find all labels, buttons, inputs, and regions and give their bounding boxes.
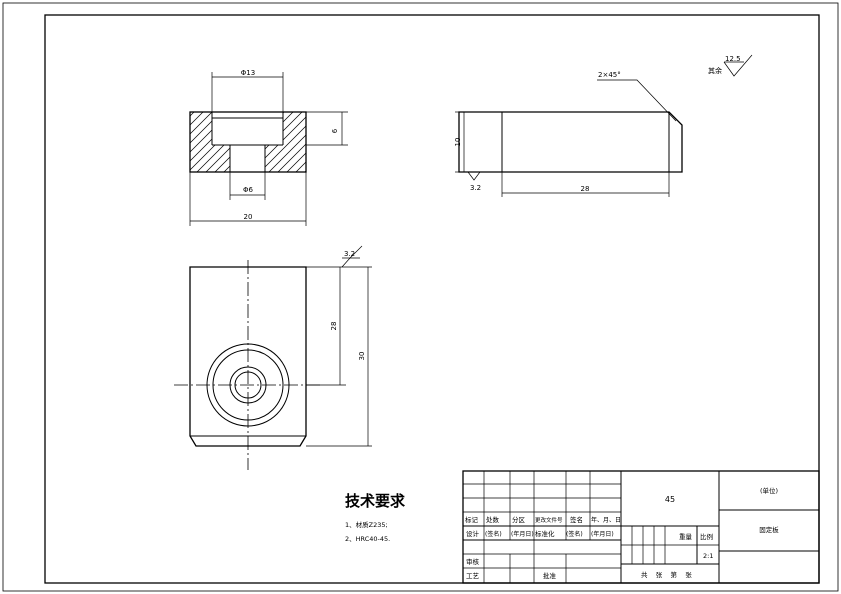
process-label: 工艺 xyxy=(466,572,480,580)
hatch-line xyxy=(322,100,422,200)
hatch-line xyxy=(249,112,306,172)
hatch-line xyxy=(213,112,306,172)
front-section-view: Φ13 6 Φ6 20 xyxy=(70,69,539,226)
general-roughness: 其余 12.5 xyxy=(708,54,753,77)
hatch-line xyxy=(79,100,179,200)
hatch-line xyxy=(222,112,306,172)
hatch-line xyxy=(258,112,306,172)
roughness-symbol xyxy=(467,171,481,181)
company-value: (单位) xyxy=(760,486,778,495)
standardization-date: (年月日) xyxy=(591,530,614,538)
hatch-line xyxy=(403,100,503,200)
hatch-line xyxy=(276,112,306,172)
inner-frame xyxy=(44,14,820,584)
hatch-line xyxy=(190,112,216,172)
hatch-line xyxy=(190,112,252,172)
general-roughness-symbol xyxy=(723,54,753,77)
scale-label: 比例 xyxy=(700,532,713,541)
hatch-line xyxy=(195,112,297,172)
tech-requirements-title: 技术要求 xyxy=(345,492,406,510)
hatch-line xyxy=(294,112,306,172)
side-roughness-value: 3.2 xyxy=(470,184,481,192)
hatch-line xyxy=(190,112,243,172)
hatch-line xyxy=(439,100,539,200)
hatch-line xyxy=(190,112,225,172)
dim-top-total: 30 xyxy=(358,352,366,361)
general-roughness-value: 12.5 xyxy=(725,55,741,63)
header-count: 处数 xyxy=(486,515,500,524)
hatch-line xyxy=(240,112,306,172)
header-change-doc: 更改文件号 xyxy=(535,516,563,524)
tech-requirements: 技术要求 1、材质Z235; 2、HRC40-45. xyxy=(345,492,406,543)
chamfer-label: 2×45° xyxy=(598,71,621,79)
tech-requirement-2: 2、HRC40-45. xyxy=(345,535,390,543)
general-roughness-prefix: 其余 xyxy=(708,66,722,75)
header-date: 年、月、日 xyxy=(591,516,621,524)
sheet-count: 共 张 第 张 xyxy=(641,570,692,579)
title-block: 标记 处数 分区 更改文件号 签名 年、月、日 设计 (签名) (年月日) 标准… xyxy=(462,470,820,584)
hatch-line xyxy=(190,112,261,172)
hatch-line xyxy=(285,112,306,172)
hatch-line xyxy=(70,100,170,200)
hatch-line xyxy=(204,112,306,172)
hatch-line xyxy=(190,112,207,172)
hatch-line xyxy=(190,112,198,172)
hatch-line xyxy=(190,112,279,172)
hatch-line xyxy=(313,100,413,200)
hatch-line xyxy=(367,100,467,200)
hatch-line xyxy=(190,112,270,172)
design-label: 设计 xyxy=(466,529,480,538)
hatch-line xyxy=(358,100,458,200)
header-signature: 签名 xyxy=(570,515,583,524)
hatch-line xyxy=(190,112,234,172)
dim-top-inner: 28 xyxy=(330,322,338,331)
review-label: 审核 xyxy=(466,557,480,566)
hatch-line xyxy=(412,100,512,200)
dim-width: 20 xyxy=(244,213,253,221)
dim-hole-diameter: Φ6 xyxy=(243,186,254,194)
hatch-line xyxy=(331,100,431,200)
weight-label: 重量 xyxy=(679,533,693,541)
design-signature: (签名) xyxy=(485,530,502,538)
design-date: (年月日) xyxy=(511,530,534,538)
header-mark: 标记 xyxy=(465,515,479,524)
dim-counterbore-diameter: Φ13 xyxy=(241,69,255,77)
standardization-signature: (签名) xyxy=(566,530,583,538)
hatch-line xyxy=(231,112,306,172)
hatch-line xyxy=(88,100,188,200)
top-roughness-value: 3.2 xyxy=(344,250,355,258)
standardization-label: 标准化 xyxy=(535,529,555,538)
part-name-value: 固定板 xyxy=(759,525,779,534)
dim-counterbore-depth: 6 xyxy=(331,128,339,133)
hatch-line xyxy=(349,100,449,200)
scale-value: 2:1 xyxy=(703,552,713,560)
header-zone: 分区 xyxy=(512,515,526,524)
hatch-line xyxy=(376,100,476,200)
dim-length: 28 xyxy=(581,185,590,193)
tech-requirement-1: 1、材质Z235; xyxy=(345,520,388,529)
top-view: 3.2 28 30 xyxy=(174,245,372,470)
dim-height: 10 xyxy=(454,138,462,147)
hatch-line xyxy=(190,112,288,172)
material-value: 45 xyxy=(665,495,675,504)
hatch-line xyxy=(303,112,306,172)
side-view: 2×45° 10 3.2 28 xyxy=(454,71,683,197)
hatch-line xyxy=(340,100,440,200)
approve-label: 批准 xyxy=(543,571,557,580)
